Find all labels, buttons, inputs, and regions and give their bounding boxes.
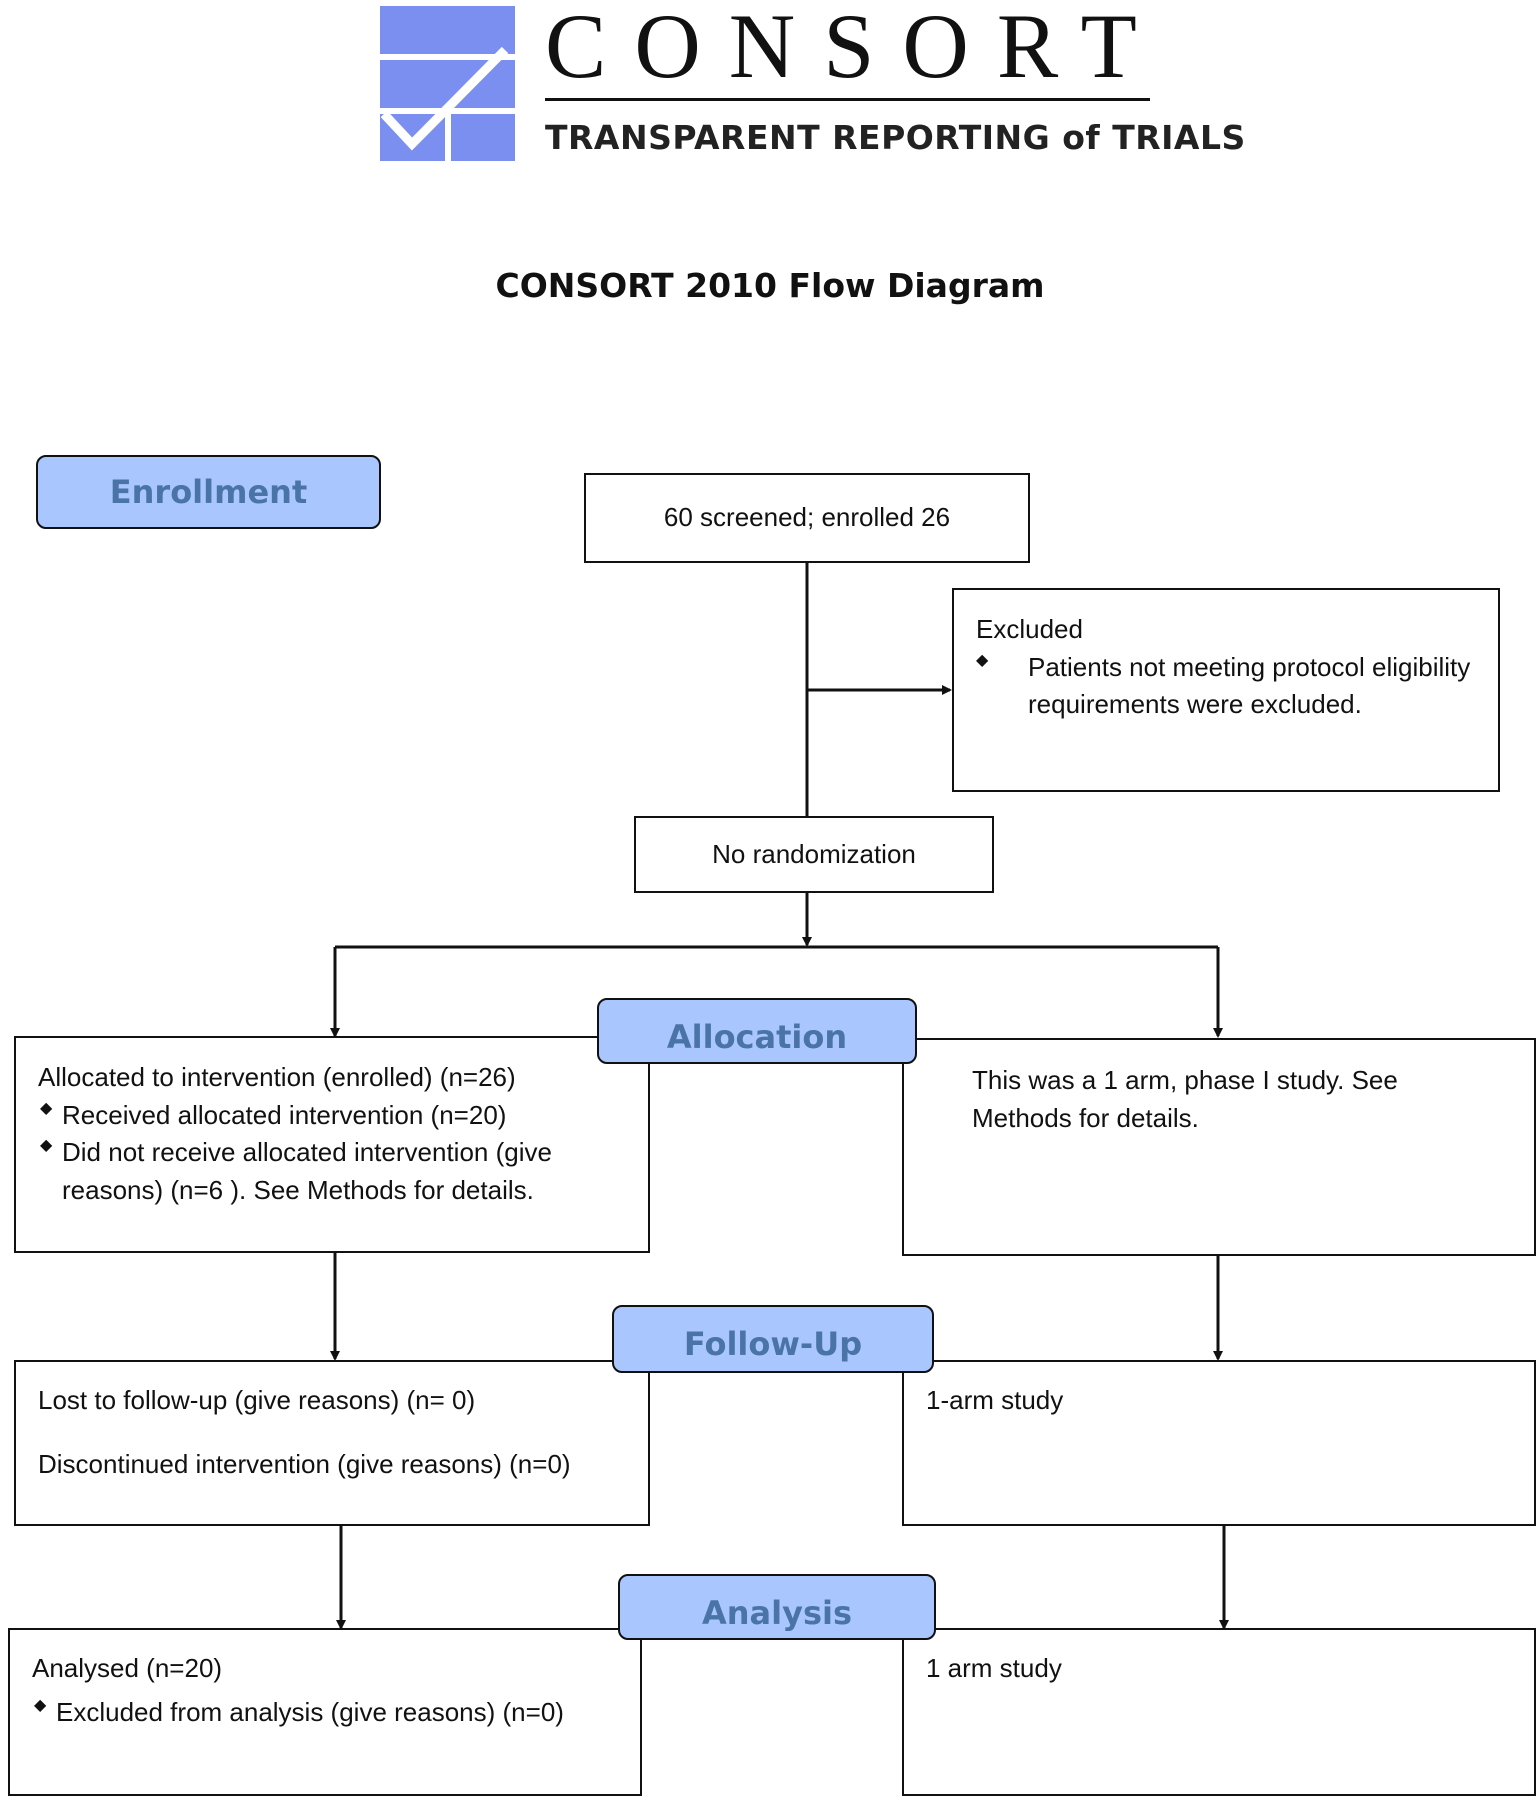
- list-item-text: Received allocated intervention (n=20): [62, 1099, 507, 1130]
- stage-label-allocation: Allocation: [597, 998, 917, 1064]
- logo-tagline: TRANSPARENT REPORTING of TRIALS: [545, 118, 1246, 157]
- diamond-bullet-icon: ◆: [976, 651, 989, 669]
- analysis-left-box: Analysed (n=20) ◆ Excluded from analysis …: [8, 1628, 642, 1796]
- randomization-text: No randomization: [712, 838, 916, 869]
- logo-wordmark: CONSORT: [545, 0, 1165, 97]
- logo-divider: [545, 98, 1150, 101]
- allocation-left-title: Allocated to intervention (enrolled) (n=…: [38, 1062, 516, 1092]
- stage-label-allocation-text: Allocation: [666, 1018, 848, 1056]
- allocation-left-box: Allocated to intervention (enrolled) (n=…: [14, 1036, 650, 1253]
- screened-text: 60 screened; enrolled 26: [663, 502, 951, 533]
- stage-label-analysis-text: Analysis: [701, 1594, 853, 1632]
- randomization-box: No randomization: [634, 816, 994, 893]
- excluded-title: Excluded: [976, 614, 1083, 644]
- consort-check-logo-icon: [380, 6, 515, 161]
- excluded-reason-text: Patients not meeting protocol eligibilit…: [1028, 651, 1471, 720]
- diagram-title: CONSORT 2010 Flow Diagram: [495, 266, 1045, 305]
- followup-lost-text: Lost to follow-up (give reasons) (n= 0): [38, 1385, 476, 1415]
- list-item-text: Excluded from analysis (give reasons) (n…: [56, 1696, 564, 1727]
- stage-label-followup-text: Follow-Up: [683, 1325, 863, 1363]
- list-item: ◆ Received allocated intervention (n=20): [38, 1097, 628, 1135]
- analysis-left-title: Analysed (n=20): [32, 1653, 223, 1683]
- allocation-right-box: This was a 1 arm, phase I study. See Met…: [902, 1038, 1536, 1256]
- diamond-bullet-icon: ◆: [40, 1137, 53, 1155]
- analysis-right-box: 1 arm study: [902, 1628, 1536, 1796]
- stage-label-analysis: Analysis: [618, 1574, 936, 1640]
- followup-right-text: 1-arm study: [926, 1385, 1064, 1415]
- analysis-right-text: 1 arm study: [926, 1653, 1062, 1683]
- analysis-left-list: ◆ Excluded from analysis (give reasons) (…: [32, 1694, 620, 1732]
- list-item: ◆ Excluded from analysis (give reasons) (…: [32, 1694, 620, 1732]
- followup-discontinued-text: Discontinued intervention (give reasons)…: [38, 1448, 571, 1479]
- stage-label-enrollment-text: Enrollment: [109, 473, 308, 511]
- list-item: ◆ Did not receive allocated intervention …: [38, 1134, 628, 1209]
- followup-left-box: Lost to follow-up (give reasons) (n= 0) …: [14, 1360, 650, 1526]
- followup-right-box: 1-arm study: [902, 1360, 1536, 1526]
- screened-box: 60 screened; enrolled 26: [584, 473, 1030, 563]
- diamond-bullet-icon: ◆: [40, 1099, 53, 1117]
- allocation-left-list: ◆Received allocated intervention (n=20) …: [38, 1097, 628, 1210]
- stage-label-followup: Follow-Up: [612, 1305, 934, 1373]
- allocation-right-text: This was a 1 arm, phase I study. See Met…: [972, 1065, 1398, 1133]
- excluded-reason-item: ◆ Patients not meeting protocol eligibil…: [976, 649, 1478, 724]
- excluded-box: Excluded ◆ Patients not meeting protocol…: [952, 588, 1500, 792]
- diamond-bullet-icon: ◆: [34, 1696, 47, 1714]
- stage-label-enrollment: Enrollment: [36, 455, 381, 529]
- list-item-text: Did not receive allocated intervention (…: [62, 1137, 552, 1206]
